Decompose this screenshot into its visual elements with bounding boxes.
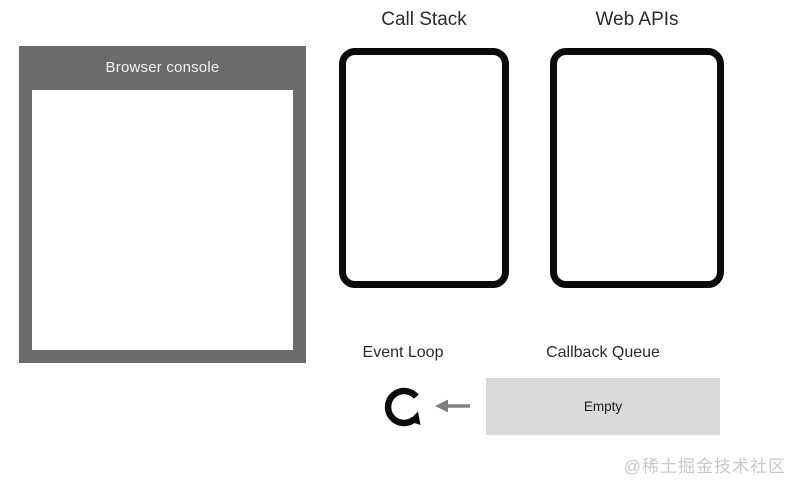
web-apis-label: Web APIs [595,9,679,30]
browser-console-title: Browser console [105,59,220,76]
browser-console-panel: Browser console [19,46,306,363]
callback-queue-label: Callback Queue [546,344,660,361]
call-stack-box [339,48,509,288]
callback-queue-state: Empty [583,399,623,414]
call-stack-label: Call Stack [381,9,467,30]
watermark: @稀土掘金技术社区 [623,457,786,476]
loop-arrow-icon [384,387,421,427]
left-arrow-icon [435,399,470,413]
browser-console-output [32,90,293,350]
event-loop-label: Event Loop [362,344,444,361]
web-apis-box [550,48,724,288]
callback-queue-box: Empty [486,378,720,435]
